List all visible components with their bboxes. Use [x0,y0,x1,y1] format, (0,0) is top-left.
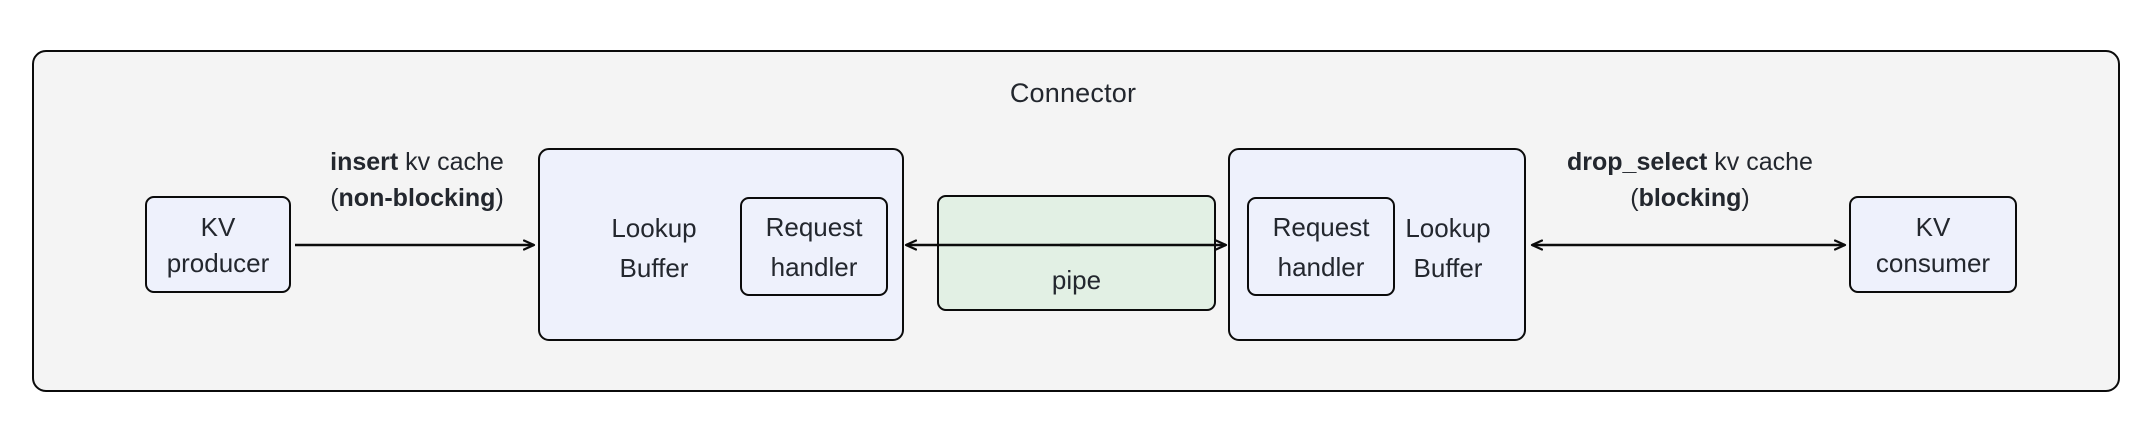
insert-edge-label-line2: (non-blocking) [286,180,548,216]
insert-edge-label: insert kv cache (non-blocking) [286,144,548,216]
drop-select-edge-label-line1: drop_select kv cache [1528,144,1852,180]
pipe-label: pipe [1051,265,1102,295]
kv-consumer-node[interactable]: KV consumer [1849,196,2017,293]
lookup-buffer-left-label: Lookup Buffer [611,213,697,283]
request-handler-left-label: Request handler [765,211,863,282]
kv-producer-label: KV producer [166,211,270,278]
drop-select-edge-mode: blocking [1638,184,1742,212]
connector-title: Connector [1009,78,1137,108]
drop-select-edge-label-rest: kv cache [1707,148,1813,176]
drop-select-edge-paren-close: ) [1741,184,1750,212]
kv-producer-node[interactable]: KV producer [145,196,291,293]
lookup-buffer-right-label: Lookup Buffer [1405,213,1491,283]
drop-select-edge-label-line2: (blocking) [1528,180,1852,216]
insert-edge-paren-close: ) [495,184,504,212]
insert-edge-label-keyword: insert [330,148,399,176]
insert-edge-mode: non-blocking [338,184,496,212]
request-handler-left-node[interactable]: Request handler [740,197,888,296]
request-handler-right-label: Request handler [1272,211,1370,282]
pipe-node[interactable]: pipe [937,195,1216,311]
lookup-buffer-right-node[interactable]: Request handler Lookup Buffer [1228,148,1526,341]
drop-select-edge-label-keyword: drop_select [1567,148,1708,176]
drop-select-edge-label: drop_select kv cache (blocking) [1528,144,1852,216]
request-handler-right-node[interactable]: Request handler [1247,197,1395,296]
drop-select-edge-paren-open: ( [1630,184,1639,212]
lookup-buffer-left-node[interactable]: Lookup Buffer Request handler [538,148,904,341]
insert-edge-paren-open: ( [330,184,339,212]
insert-edge-label-rest: kv cache [398,148,504,176]
kv-consumer-label: KV consumer [1875,211,1991,278]
insert-edge-label-line1: insert kv cache [286,144,548,180]
